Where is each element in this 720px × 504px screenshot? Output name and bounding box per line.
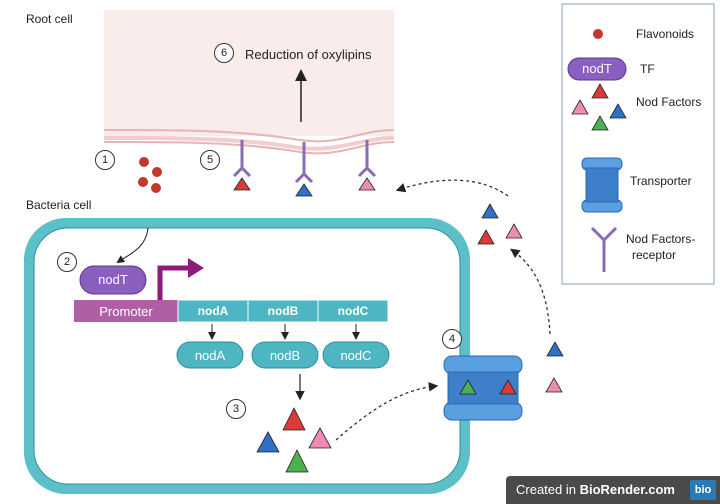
footer-text: Created in BioRender.com: [516, 482, 675, 497]
protein-nodC-label: nodC: [340, 348, 372, 363]
protein-nodC: [322, 341, 390, 369]
return-arrow-lower: [510, 248, 551, 335]
legend-tf-symbol: nodT: [582, 61, 612, 76]
root-cell: [103, 10, 395, 155]
legend-tf-pill: [567, 57, 627, 81]
external-nod-factors: [477, 203, 564, 393]
legend-box: [561, 3, 715, 285]
transporter-membrane: [443, 355, 523, 421]
nodT-pill: [79, 265, 147, 295]
legend-receptor-icon: [590, 226, 618, 272]
gene-nodC-label: nodC: [337, 304, 369, 318]
gene-nodB-label: nodB: [267, 304, 299, 318]
synthesized-nod-factors: [256, 407, 332, 473]
legend-nod-factors-icon: [571, 83, 627, 131]
step-6: 6: [214, 43, 234, 63]
protein-nodA: [176, 341, 244, 369]
biorender-footer: Created in BioRender.com bio: [506, 476, 720, 504]
transcription-start-arrow: [157, 265, 190, 300]
legend-transporter-icon: [581, 157, 623, 213]
protein-nodB-label: nodB: [269, 348, 301, 363]
legend-tf-label: TF: [640, 62, 655, 76]
bacteria-cell: [24, 218, 470, 494]
return-arrow-upper: [395, 179, 509, 197]
receptor-blue: [294, 142, 314, 197]
flavonoid-entry-arrow: [116, 227, 149, 264]
legend-transporter-label: Transporter: [630, 174, 692, 188]
step-4: 4: [442, 329, 462, 349]
step-1: 1: [95, 150, 115, 170]
export-arrow: [335, 382, 439, 441]
flavonoid-cluster: [138, 157, 162, 193]
gene-box-nodC: [317, 299, 389, 323]
root-cell-label: Root cell: [26, 12, 73, 26]
bacteria-cell-label: Bacteria cell: [26, 198, 92, 212]
legend-flavonoids-label: Flavonoids: [636, 27, 695, 41]
legend-nod-factors-label: Nod Factors: [636, 95, 702, 109]
step-2: 2: [57, 252, 77, 272]
receptor-pink: [357, 140, 377, 191]
reduction-label: Reduction of oxylipins: [245, 47, 372, 62]
biorender-logo-icon: bio: [690, 480, 716, 500]
promoter-label: Promoter: [99, 304, 153, 319]
promoter-box: [74, 300, 178, 322]
step-3: 3: [226, 399, 246, 419]
legend-flavonoid-icon: [593, 29, 603, 39]
protein-nodB: [251, 341, 319, 369]
receptor-red: [232, 140, 252, 191]
protein-nodA-label: nodA: [194, 348, 226, 363]
gene-nodA-label: nodA: [197, 304, 229, 318]
step-5: 5: [200, 150, 220, 170]
nodT-label: nodT: [98, 272, 128, 287]
legend-receptor-label-1: Nod Factors-: [626, 232, 696, 246]
legend-receptor-label-2: receptor: [632, 248, 677, 262]
